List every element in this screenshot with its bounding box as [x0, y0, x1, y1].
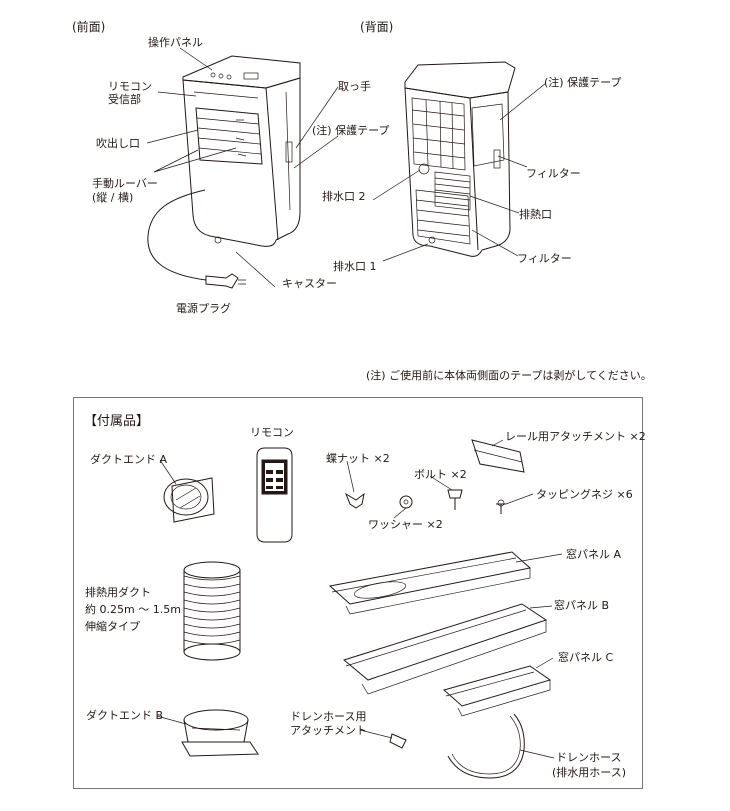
- label-exhaust: 排熱口: [519, 208, 552, 221]
- label-front-tape: (注) 保護テープ: [312, 124, 390, 137]
- acc-drain-hose-attachment-line2: アタッチメント: [290, 724, 367, 737]
- back-heading: (背面): [360, 20, 394, 34]
- acc-exhaust-duct-line2: 約 0.25m ～ 1.5m: [85, 603, 181, 616]
- acc-window-panel-c: 窓パネル C: [558, 651, 614, 664]
- acc-duct-end-a: ダクトエンド A: [90, 453, 168, 466]
- label-control-panel: 操作パネル: [148, 36, 203, 49]
- back-unit-illustration: [404, 61, 516, 257]
- label-handle: 取っ手: [338, 80, 371, 93]
- label-outlet: 吹出し口: [96, 137, 140, 150]
- back-leader-lines: [372, 82, 547, 262]
- acc-drain-hose-attachment-line1: ドレンホース用: [290, 710, 367, 723]
- acc-wing-nut: 蝶ナット ×2: [326, 452, 390, 465]
- front-heading: (前面): [72, 20, 106, 34]
- label-remote-receiver-line2: 受信部: [108, 93, 141, 106]
- acc-window-panel-b: 窓パネル B: [554, 599, 610, 612]
- front-unit-illustration: [147, 55, 301, 289]
- acc-washer: ワッシャー ×2: [368, 518, 443, 531]
- acc-tapping-screw: タッピングネジ ×6: [536, 488, 633, 501]
- label-remote-receiver-line1: リモコン: [108, 80, 152, 93]
- label-drain-2: 排水口 2: [322, 190, 366, 203]
- label-back-tape: (注) 保護テープ: [544, 76, 622, 89]
- acc-exhaust-duct-line3: 伸縮タイプ: [85, 620, 140, 633]
- front-leader-lines: [146, 47, 339, 288]
- acc-drain-hose-line1: ドレンホース: [556, 751, 622, 764]
- label-louver-line1: 手動ルーバー: [92, 177, 158, 190]
- acc-window-panel-a: 窓パネル A: [566, 548, 622, 561]
- acc-exhaust-duct-line1: 排熱用ダクト: [85, 586, 151, 599]
- label-filter-bottom: フィルター: [517, 252, 572, 265]
- label-drain-1: 排水口 1: [333, 260, 377, 273]
- acc-rail-attachment: レール用アタッチメント ×2: [505, 430, 646, 443]
- label-plug: 電源プラグ: [176, 302, 231, 315]
- acc-remote: リモコン: [250, 426, 294, 439]
- accessory-leader-lines: [156, 439, 563, 759]
- accessories-box: [73, 397, 643, 789]
- acc-drain-hose-line2: (排水用ホース): [552, 766, 627, 779]
- accessories-title: 【付属品】: [84, 414, 150, 429]
- acc-duct-end-b: ダクトエンド B: [86, 709, 164, 722]
- acc-bolt: ボルト ×2: [414, 468, 467, 481]
- label-filter-top: フィルター: [526, 167, 581, 180]
- label-louver-line2: (縦 / 横): [92, 191, 134, 204]
- accessories-illustrations: [163, 439, 552, 779]
- label-caster: キャスター: [282, 277, 337, 290]
- caution-note: (注) ご使用前に本体両側面のテープは剥がしてください。: [366, 369, 652, 382]
